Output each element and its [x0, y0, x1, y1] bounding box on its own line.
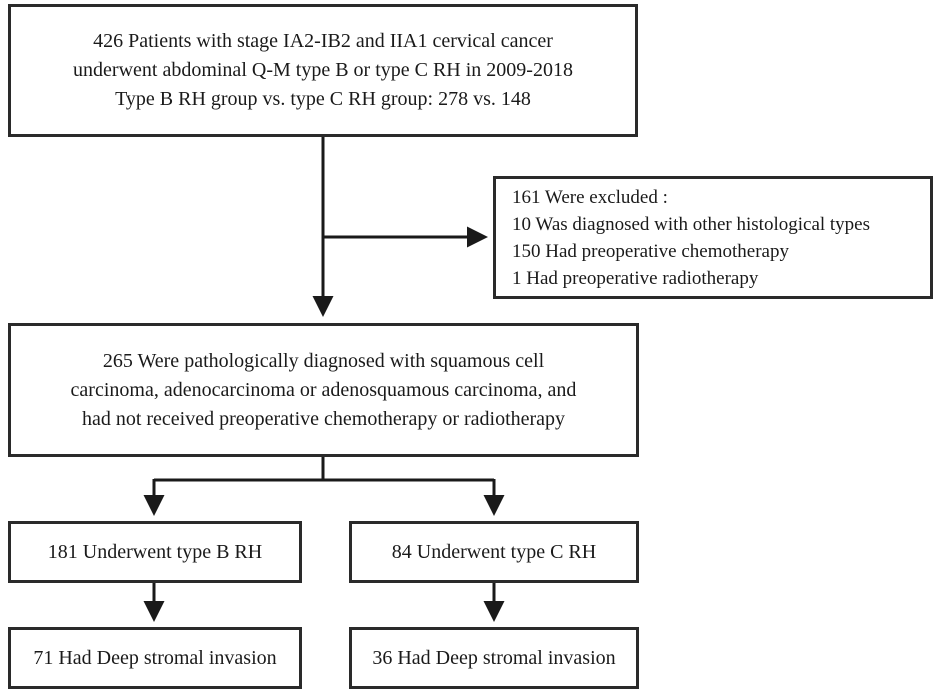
type-b-rh-label: 181 Underwent type B RH: [47, 540, 263, 563]
enrolled-line-1: 426 Patients with stage IA2-IB2 and IIA1…: [93, 30, 553, 52]
type-c-invasion-label: 36 Had Deep stromal invasion: [372, 646, 616, 669]
enrolled-line-2: underwent abdominal Q-M type B or type C…: [73, 59, 573, 81]
excluded-title: 161 Were excluded :: [512, 186, 668, 208]
type-c-invasion-box: 36 Had Deep stromal invasion: [349, 627, 639, 689]
excluded-reason-chemotherapy: 150 Had preoperative chemotherapy: [512, 240, 789, 262]
type-c-rh-box: 84 Underwent type C RH: [349, 521, 639, 583]
excluded-reason-radiotherapy: 1 Had preoperative radiotherapy: [512, 267, 759, 289]
type-c-rh-label: 84 Underwent type C RH: [391, 540, 597, 563]
type-b-invasion-label: 71 Had Deep stromal invasion: [33, 646, 277, 669]
type-b-rh-box: 181 Underwent type B RH: [8, 521, 302, 583]
eligible-line-2: carcinoma, adenocarcinoma or adenosquamo…: [70, 378, 577, 401]
eligible-line-1: 265 Were pathologically diagnosed with s…: [102, 349, 545, 372]
excluded-reason-histology: 10 Was diagnosed with other histological…: [512, 213, 871, 235]
eligible-patients-box: 265 Were pathologically diagnosed with s…: [8, 323, 639, 457]
enrolled-patients-box: 426 Patients with stage IA2-IB2 and IIA1…: [8, 4, 638, 137]
excluded-box: 161 Were excluded : 10 Was diagnosed wit…: [493, 176, 933, 299]
eligible-line-3: had not received preoperative chemothera…: [81, 407, 566, 430]
enrolled-line-3: Type B RH group vs. type C RH group: 278…: [115, 88, 531, 110]
type-b-invasion-box: 71 Had Deep stromal invasion: [8, 627, 302, 689]
